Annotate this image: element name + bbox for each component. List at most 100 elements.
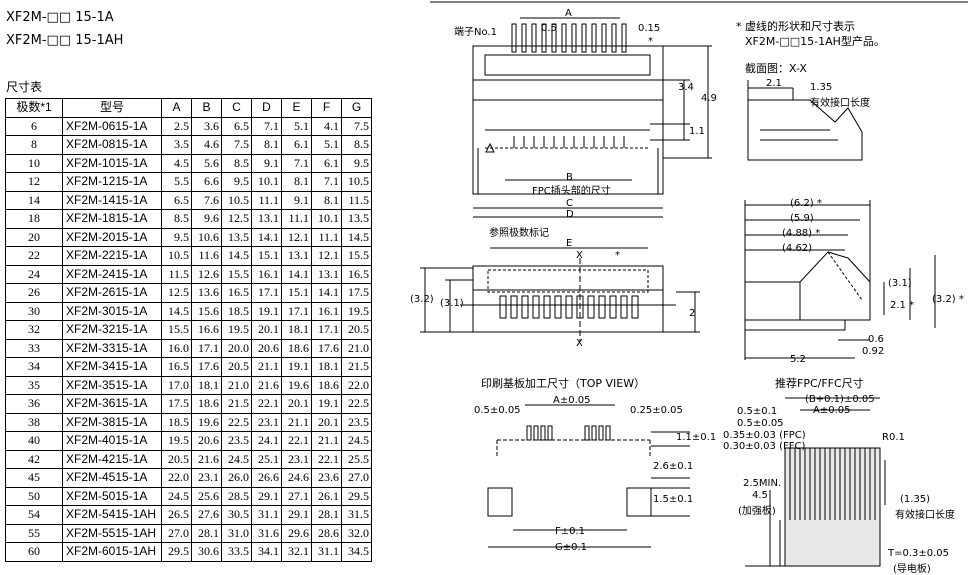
table-cell: 17.6 — [311, 338, 342, 358]
dim-32-label: (3.2) — [410, 294, 434, 305]
table-cell: 21.0 — [221, 375, 252, 395]
table-cell: 8.5 — [221, 153, 252, 173]
table-cell: 7.1 — [281, 153, 312, 173]
side-dim-21: 2.1 * — [890, 300, 915, 311]
table-cell: 9.6 — [191, 209, 222, 229]
table-cell: XF2M-6015-1AH — [62, 542, 162, 562]
dim-A-label: A — [565, 8, 572, 19]
table-cell: 28.6 — [311, 523, 342, 543]
table-cell: 11.5 — [341, 190, 372, 210]
fpc-r01: R0.1 — [882, 432, 905, 443]
fpc-effective-length: 有效接口长度 — [895, 510, 955, 521]
table-cell: 9.1 — [281, 190, 312, 210]
table-cell: 4.5 — [161, 153, 192, 173]
fpc-dim-25min: 2.5MIN. — [743, 478, 782, 489]
table-cell: 13.5 — [221, 227, 252, 247]
table-cell: XF2M-4515-1A — [62, 468, 162, 488]
table-cell: 23.1 — [251, 412, 282, 432]
side-dim-31: (3.1) — [888, 278, 912, 289]
fpc-thickness: T=0.3±0.05 — [888, 548, 950, 559]
table-cell: XF2M-5415-1AH — [62, 505, 162, 525]
fpc-drawing — [745, 397, 886, 567]
table-cell: 31.0 — [221, 523, 252, 543]
table-cell: 10.1 — [251, 172, 282, 192]
pcb-dim-025: 0.25±0.05 — [630, 405, 683, 416]
table-cell: 7.6 — [191, 190, 222, 210]
side-dim-59: (5.9) — [790, 213, 814, 224]
fpc-conductor: (导电板) — [893, 564, 931, 575]
table-cell: 13.1 — [251, 209, 282, 229]
table-cell: XF2M-3215-1A — [62, 320, 162, 340]
table-cell: 42 — [5, 449, 63, 469]
dim-11-label: 1.1 — [689, 126, 705, 137]
table-cell: XF2M-3615-1A — [62, 394, 162, 414]
pcb-dim-05: 0.5±0.05 — [474, 405, 521, 416]
fpc-dim-A: A±0.05 — [813, 405, 851, 416]
table-cell: 9.1 — [251, 153, 282, 173]
table-cell: 11.1 — [311, 227, 342, 247]
table-cell: 7.1 — [311, 172, 342, 192]
side-view-drawing — [744, 200, 936, 360]
side-dim-62: (6.2) * — [790, 198, 822, 209]
table-cell: 10.1 — [311, 209, 342, 229]
terminal-no1-label: 端子No.1 — [454, 27, 497, 38]
dim-C-label: C — [566, 198, 573, 209]
dim-B-label: B — [566, 172, 573, 183]
table-cell: XF2M-0615-1A — [62, 116, 162, 136]
table-cell: XF2M-1415-1A — [62, 190, 162, 210]
table-cell: XF2M-1215-1A — [62, 172, 162, 192]
table-cell: 22.1 — [251, 394, 282, 414]
pole-mark-label: 参照极数标记 — [489, 228, 549, 239]
side-dim-32: (3.2) * — [932, 294, 964, 305]
table-cell: 4.6 — [191, 135, 222, 155]
star-front: * — [615, 250, 620, 261]
table-cell: 13.1 — [281, 246, 312, 266]
fpc-dim-05b: 0.5±0.05 — [737, 418, 784, 429]
fpc-dim-label: FPC插头部的尺寸 — [532, 186, 611, 197]
fpc-dim-030: 0.30±0.03 (FFC) — [723, 441, 806, 452]
table-cell: 6 — [5, 116, 63, 136]
table-cell: 8.5 — [341, 135, 372, 155]
table-cell: 16.6 — [191, 320, 222, 340]
table-cell: 17.1 — [191, 338, 222, 358]
table-cell: 10.5 — [341, 172, 372, 192]
table-cell: 23.5 — [221, 431, 252, 451]
dim-31-label: (3.1) — [440, 298, 464, 309]
table-cell: 13.5 — [341, 209, 372, 229]
model-title-1: XF2M-□□ 15-1A — [6, 10, 114, 25]
table-cell: 29.1 — [251, 486, 282, 506]
pcb-footprint-drawing — [487, 404, 690, 548]
section-dim-135: 1.35 — [810, 82, 833, 93]
table-cell: 24.1 — [251, 431, 282, 451]
table-cell: 10.5 — [221, 190, 252, 210]
pcb-dim-26: 2.6±0.1 — [653, 461, 694, 472]
pcb-dim-F: F±0.1 — [555, 526, 586, 537]
fpc-reinforcement: (加强板) — [738, 506, 776, 517]
dim-49-label: 4.9 — [701, 93, 717, 104]
table-cell: 9.5 — [341, 153, 372, 173]
table-cell: 38 — [5, 412, 63, 432]
table-cell: 14.5 — [221, 246, 252, 266]
table-cell: 4.1 — [311, 116, 342, 136]
table-cell: 34 — [5, 357, 63, 377]
table-cell: 20.6 — [191, 431, 222, 451]
side-dim-488: (4.88) * — [782, 228, 821, 239]
note-line-2: XF2M-□□15-1AH型产品。 — [745, 35, 885, 48]
table-cell: 22.5 — [221, 412, 252, 432]
table-cell: 33.5 — [221, 542, 252, 562]
side-dim-092: 0.92 — [862, 346, 885, 357]
side-dim-462: (4.62) — [782, 243, 813, 254]
table-cell: 29.5 — [341, 486, 372, 506]
